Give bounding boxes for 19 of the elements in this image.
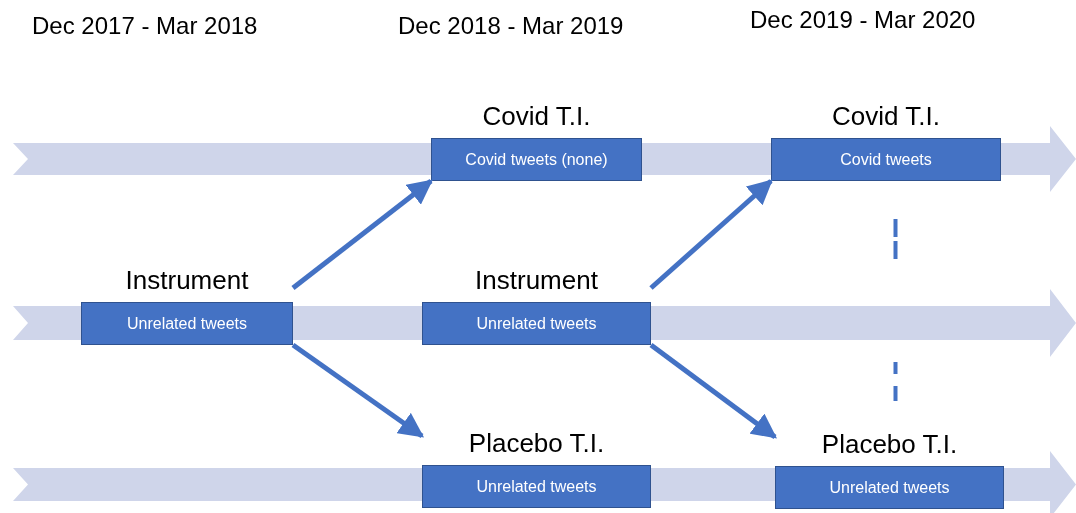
group-heading: Instrument bbox=[125, 263, 249, 297]
arrow bbox=[291, 342, 425, 439]
group-heading: Placebo T.I. bbox=[468, 426, 605, 460]
tweet-set-box: Unrelated tweets bbox=[422, 465, 651, 508]
group-heading: Placebo T.I. bbox=[821, 427, 958, 461]
arrow bbox=[649, 343, 777, 439]
tweet-set-box: Unrelated tweets bbox=[81, 302, 293, 345]
tweet-set-box: Unrelated tweets bbox=[422, 302, 651, 345]
tweet-set-box: Covid tweets (none) bbox=[431, 138, 642, 181]
arrow bbox=[291, 179, 433, 290]
group-heading: Instrument bbox=[475, 263, 598, 297]
tweet-set-box: Unrelated tweets bbox=[775, 466, 1004, 509]
arrow bbox=[649, 179, 773, 290]
period-label: Dec 2018 - Mar 2019 bbox=[398, 12, 624, 40]
period-label: Dec 2017 - Mar 2018 bbox=[32, 12, 258, 40]
period-label: Dec 2019 - Mar 2020 bbox=[750, 6, 976, 34]
group-heading: Covid T.I. bbox=[832, 99, 940, 133]
tweet-set-box: Covid tweets bbox=[771, 138, 1001, 181]
group-heading: Covid T.I. bbox=[482, 99, 591, 133]
